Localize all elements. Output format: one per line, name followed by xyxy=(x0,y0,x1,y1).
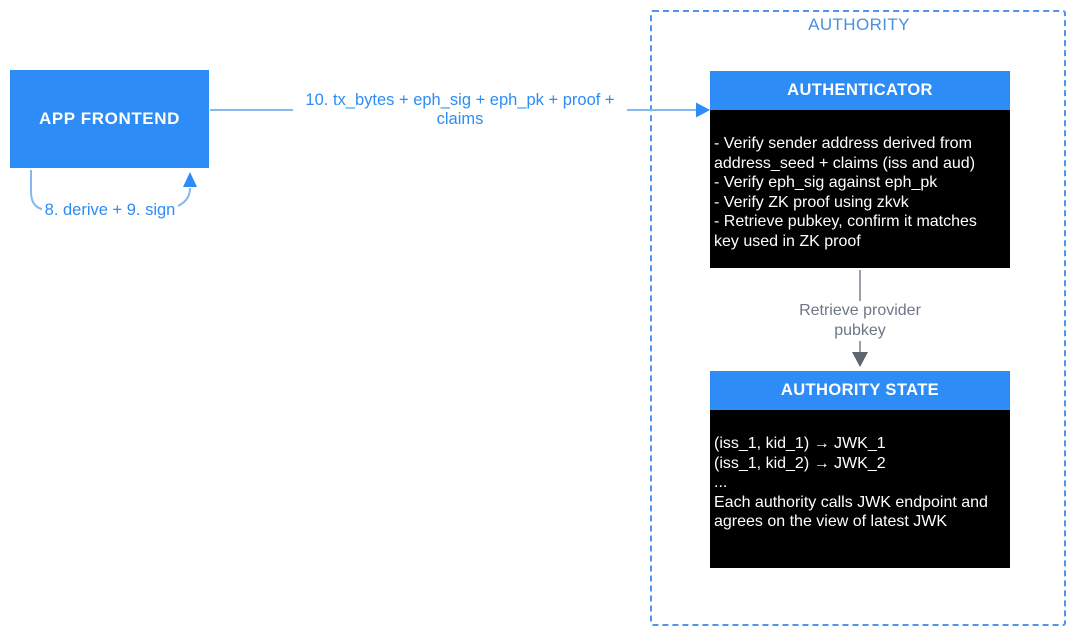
authority-state-body: (iss_1, kid_1) → JWK_1 (iss_1, kid_2) → … xyxy=(710,410,1010,568)
edge-label-retrieve-pubkey: Retrieve provider pubkey xyxy=(780,301,940,341)
authenticator-title: AUTHENTICATOR xyxy=(710,71,1010,110)
authority-state-title: AUTHORITY STATE xyxy=(710,371,1010,410)
edge-label-tx-bytes: 10. tx_bytes + eph_sig + eph_pk + proof … xyxy=(293,91,627,129)
app-frontend-label: APP FRONTEND xyxy=(38,109,180,128)
authenticator-node: AUTHENTICATOR - Verify sender address de… xyxy=(710,71,1010,268)
authority-group-box xyxy=(650,10,1066,626)
authority-group-label: AUTHORITY xyxy=(808,15,910,34)
authenticator-body: - Verify sender address derived from add… xyxy=(710,110,1010,268)
app-frontend-node: APP FRONTEND xyxy=(10,70,209,168)
edge-label-derive-sign: 8. derive + 9. sign xyxy=(42,200,178,221)
arrow-up-icon xyxy=(183,172,197,187)
authority-state-node: AUTHORITY STATE (iss_1, kid_1) → JWK_1 (… xyxy=(710,371,1010,568)
